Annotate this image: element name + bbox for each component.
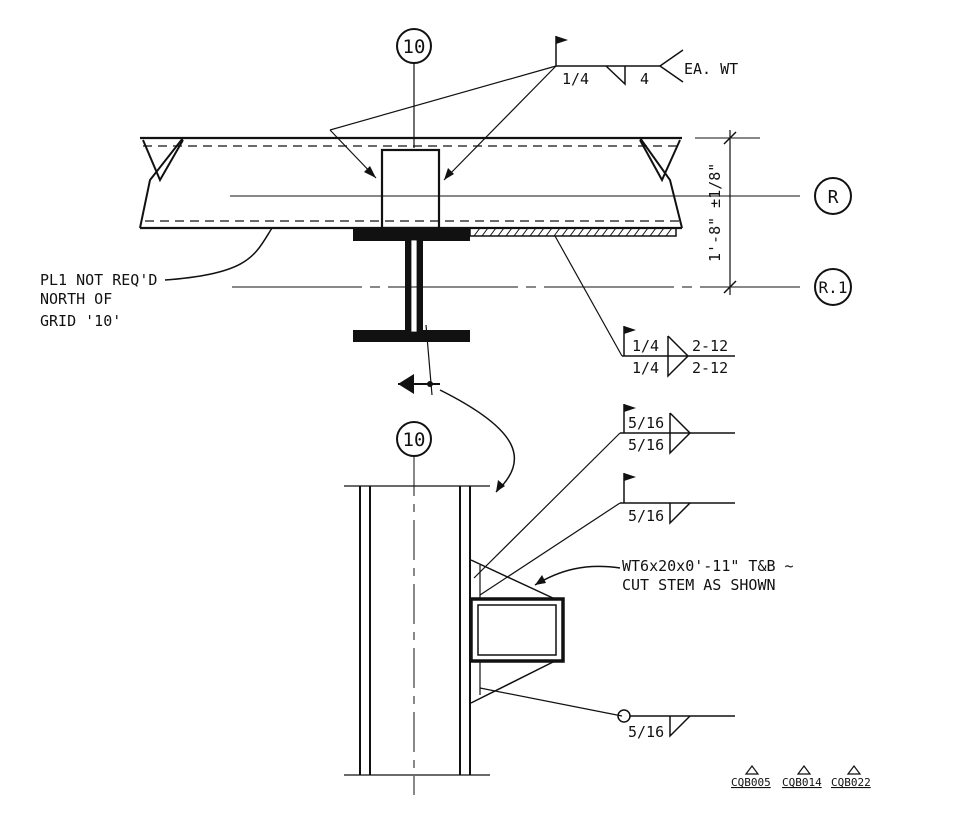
plate-note-leader xyxy=(164,227,273,281)
dimension-line xyxy=(695,130,760,295)
revision-tag-1: CQB005 xyxy=(731,776,771,789)
weld-top-length: 4 xyxy=(640,70,649,88)
grid-label-10-bottom: 10 xyxy=(403,429,426,451)
member-note-line-2: CUT STEM AS SHOWN xyxy=(622,576,776,594)
weld-mid-length-1: 2-12 xyxy=(692,337,728,355)
plate-note-line-3: GRID '10' xyxy=(40,312,121,330)
wt-member xyxy=(469,559,565,704)
grid-bubble-r1 xyxy=(814,268,852,306)
dimension-text: 1'-8" ±1/8" xyxy=(706,163,724,262)
member-note-line-1: WT6x20x0'-11" T&B ~ xyxy=(622,557,794,575)
column-section xyxy=(353,229,470,342)
weld-a-size-1: 5/16 xyxy=(628,414,664,432)
weld-symbol-mid xyxy=(554,235,735,378)
plate-note-line-1: PL1 NOT REQ'D xyxy=(40,271,157,289)
hatched-plate xyxy=(469,227,677,237)
grid-label-r: R xyxy=(828,187,839,208)
weld-top-note: EA. WT xyxy=(684,60,738,78)
weld-symbol-b xyxy=(479,473,735,596)
grid-bubble-r xyxy=(814,177,852,215)
wt-stem-plan xyxy=(380,148,441,230)
grid-label-r1: R.1 xyxy=(819,278,848,297)
member-note-leader xyxy=(534,565,621,586)
weld-mid-size-1: 1/4 xyxy=(632,337,659,355)
weld-b-size: 5/16 xyxy=(628,507,664,525)
section-cut-arrow xyxy=(398,374,515,493)
section-view: 10 5/16 5/16 xyxy=(344,404,794,795)
revision-tag-2: CQB014 xyxy=(782,776,822,789)
weld-mid-size-2: 1/4 xyxy=(632,359,659,377)
weld-mid-length-2: 2-12 xyxy=(692,359,728,377)
weld-symbol-a xyxy=(473,404,735,579)
revision-tag-3: CQB022 xyxy=(831,776,871,789)
weld-symbol-top xyxy=(329,36,684,181)
weld-c-size: 5/16 xyxy=(628,723,664,741)
weld-symbol-c xyxy=(479,687,735,738)
beam-outline xyxy=(139,136,800,230)
plate-note-line-2: NORTH OF xyxy=(40,290,112,308)
plan-view: 10 xyxy=(40,28,852,493)
revision-tags: CQB005 CQB014 CQB022 xyxy=(731,765,871,789)
column-elevation xyxy=(344,485,490,776)
weld-top-size: 1/4 xyxy=(562,70,589,88)
weld-a-size-2: 5/16 xyxy=(628,436,664,454)
grid-label-10-top: 10 xyxy=(403,36,426,58)
